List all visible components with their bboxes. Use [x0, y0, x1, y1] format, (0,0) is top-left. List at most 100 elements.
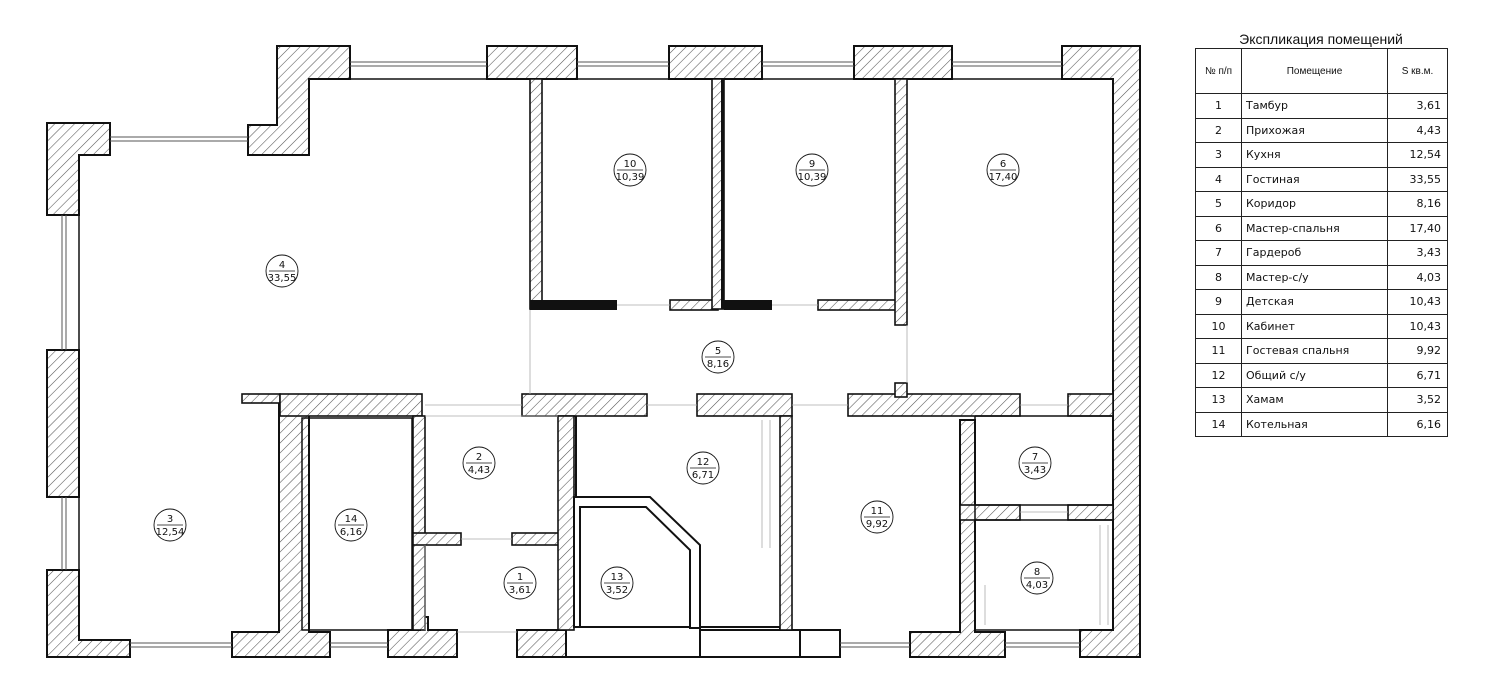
explication-header-row: № п/п Помещение S кв.м.: [1195, 48, 1448, 94]
room-number: 9: [809, 159, 815, 170]
room-label-1: 13,61: [503, 566, 537, 600]
room-label-4: 433,55: [265, 254, 299, 288]
row-area: 4,43: [1387, 117, 1448, 143]
room-number: 10: [624, 159, 637, 170]
row-room-name: Кабинет: [1241, 313, 1388, 339]
room-label-9: 910,39: [795, 153, 829, 187]
row-area: 9,92: [1387, 338, 1448, 364]
row-room-name: Гостиная: [1241, 166, 1388, 192]
header-area: S кв.м.: [1387, 48, 1448, 94]
room-label-13: 133,52: [600, 566, 634, 600]
row-area: 6,16: [1387, 411, 1448, 437]
row-room-name: Прихожая: [1241, 117, 1388, 143]
row-area: 6,71: [1387, 362, 1448, 388]
row-room-name: Котельная: [1241, 411, 1388, 437]
room-labels: 13,6124,43312,54433,5558,16617,4073,4384…: [153, 153, 1054, 600]
row-room-name: Гостевая спальня: [1241, 338, 1388, 364]
row-area: 4,03: [1387, 264, 1448, 290]
door-openings: [424, 304, 1109, 633]
row-area: 3,61: [1387, 93, 1448, 119]
row-area: 3,43: [1387, 240, 1448, 266]
row-room-name: Гардероб: [1241, 240, 1388, 266]
room-label-7: 73,43: [1018, 446, 1052, 480]
row-num: 4: [1195, 166, 1242, 192]
row-room-name: Мастер-с/у: [1241, 264, 1388, 290]
row-num: 11: [1195, 338, 1242, 364]
room-area: 3,52: [606, 585, 628, 596]
row-num: 14: [1195, 411, 1242, 437]
row-room-name: Тамбур: [1241, 93, 1388, 119]
room-area: 9,92: [866, 519, 888, 530]
row-num: 10: [1195, 313, 1242, 339]
header-num: № п/п: [1195, 48, 1242, 94]
room-number: 2: [476, 452, 482, 463]
room-label-6: 617,40: [986, 153, 1020, 187]
row-area: 8,16: [1387, 191, 1448, 217]
room-number: 5: [715, 346, 721, 357]
room-outlines: [78, 78, 1114, 632]
room-label-5: 58,16: [701, 340, 735, 374]
explication-title: Экспликация помещений: [1239, 31, 1403, 47]
row-num: 2: [1195, 117, 1242, 143]
room-area: 12,54: [156, 527, 185, 538]
interior-walls: [241, 78, 1114, 631]
room-area: 4,43: [468, 465, 490, 476]
row-num: 8: [1195, 264, 1242, 290]
room-label-11: 119,92: [860, 500, 894, 534]
bottom-wall: [565, 626, 801, 658]
room-area: 4,03: [1026, 580, 1048, 591]
windows: [61, 61, 1080, 648]
thin-walls: [530, 79, 772, 310]
room-number: 3: [167, 514, 173, 525]
row-room-name: Хамам: [1241, 387, 1388, 413]
explication-panel: Экспликация помещений № п/п Помещение S …: [1195, 30, 1448, 437]
room-area: 6,16: [340, 527, 362, 538]
floor-plan: 13,6124,43312,54433,5558,16617,4073,4384…: [46, 45, 1141, 658]
row-num: 13: [1195, 387, 1242, 413]
hammam-wall: [573, 496, 701, 629]
row-room-name: Детская: [1241, 289, 1388, 315]
room-number: 7: [1032, 452, 1038, 463]
room-label-2: 24,43: [462, 446, 496, 480]
room-number: 14: [345, 514, 358, 525]
row-num: 3: [1195, 142, 1242, 168]
row-area: 10,43: [1387, 289, 1448, 315]
row-area: 33,55: [1387, 166, 1448, 192]
room-area: 3,61: [509, 585, 531, 596]
room-label-12: 126,71: [686, 451, 720, 485]
room-number: 1: [517, 572, 523, 583]
room-number: 12: [697, 457, 710, 468]
row-num: 9: [1195, 289, 1242, 315]
room-label-3: 312,54: [153, 508, 187, 542]
outer-walls: [46, 45, 1141, 658]
row-num: 6: [1195, 215, 1242, 241]
row-area: 10,43: [1387, 313, 1448, 339]
room-area: 10,39: [798, 172, 827, 183]
row-room-name: Общий с/у: [1241, 362, 1388, 388]
row-room-name: Коридор: [1241, 191, 1388, 217]
room-number: 4: [279, 260, 285, 271]
row-area: 3,52: [1387, 387, 1448, 413]
room-number: 11: [871, 506, 884, 517]
header-room: Помещение: [1241, 48, 1388, 94]
room-number: 6: [1000, 159, 1006, 170]
room-number: 8: [1034, 567, 1040, 578]
row-area: 17,40: [1387, 215, 1448, 241]
room-number: 13: [611, 572, 624, 583]
